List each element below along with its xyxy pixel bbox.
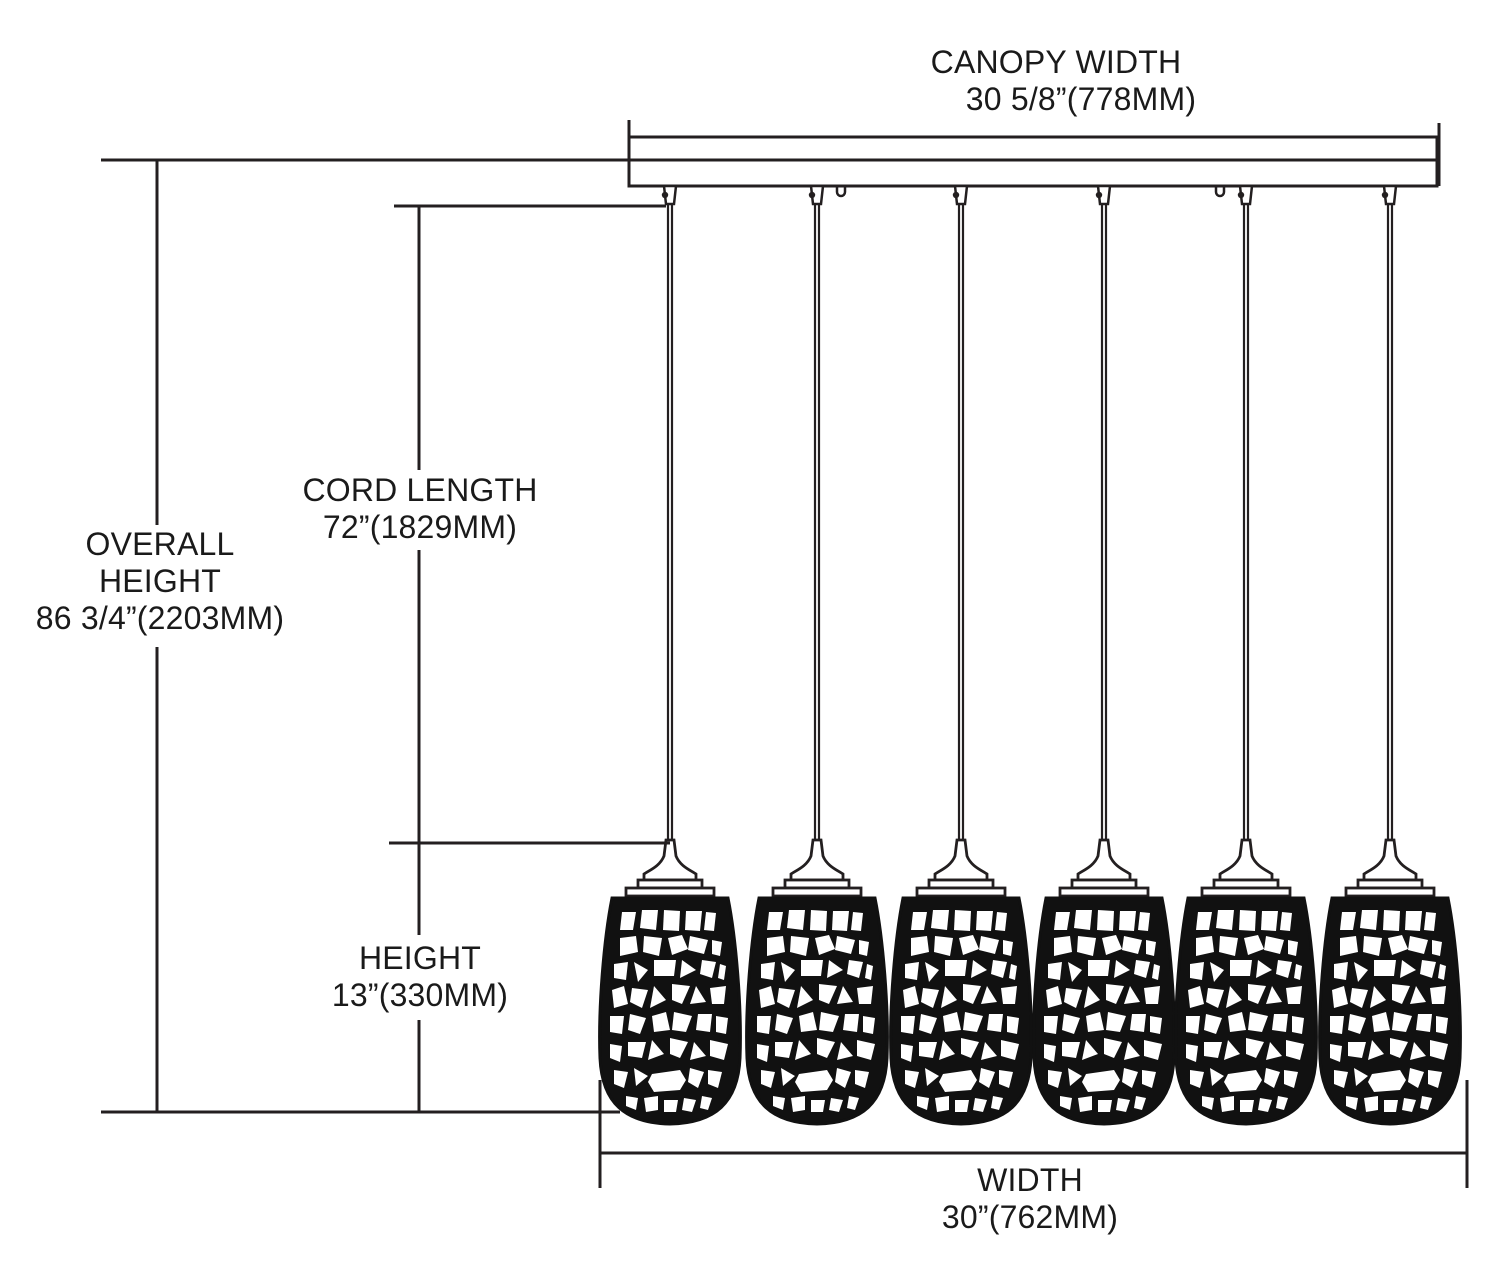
- pendant-5: [1166, 186, 1326, 1133]
- cord-length-dimension: [389, 204, 670, 935]
- canopy-hook-icon: [835, 186, 847, 198]
- pendant-1: [590, 186, 750, 1133]
- height-title: HEIGHT: [358, 940, 482, 976]
- pendant-2: [737, 186, 897, 1133]
- overall-height-label: OVERALL HEIGHT 86 3/4”(2203MM): [10, 526, 310, 637]
- overall-height-dimension: [101, 158, 1437, 1114]
- height-value: 13”(330MM): [331, 977, 509, 1013]
- width-dimension: [598, 1080, 1469, 1188]
- height-label: HEIGHT 13”(330MM): [290, 940, 550, 1014]
- canopy: [627, 120, 1441, 198]
- canopy-width-label: CANOPY WIDTH 30 5/8”(778MM): [906, 44, 1206, 118]
- pendants: [590, 186, 1470, 1133]
- cord-length-title: CORD LENGTH: [302, 472, 538, 508]
- width-value: 30”(762MM): [941, 1199, 1119, 1235]
- cord-length-label: CORD LENGTH 72”(1829MM): [270, 472, 570, 546]
- pendant-4: [1024, 186, 1184, 1133]
- cord-length-value: 72”(1829MM): [322, 509, 518, 545]
- canopy-width-title: CANOPY WIDTH: [930, 44, 1182, 80]
- canopy-width-value: 30 5/8”(778MM): [965, 81, 1197, 117]
- pendant-3: [881, 186, 1041, 1133]
- canopy-hook-icon: [1214, 186, 1226, 198]
- overall-height-title-line1: OVERALL: [85, 526, 235, 562]
- width-label: WIDTH 30”(762MM): [880, 1162, 1180, 1236]
- width-title: WIDTH: [977, 1162, 1083, 1198]
- pendant-6: [1310, 186, 1470, 1133]
- overall-height-title-line2: HEIGHT: [98, 563, 222, 599]
- overall-height-value: 86 3/4”(2203MM): [35, 600, 285, 636]
